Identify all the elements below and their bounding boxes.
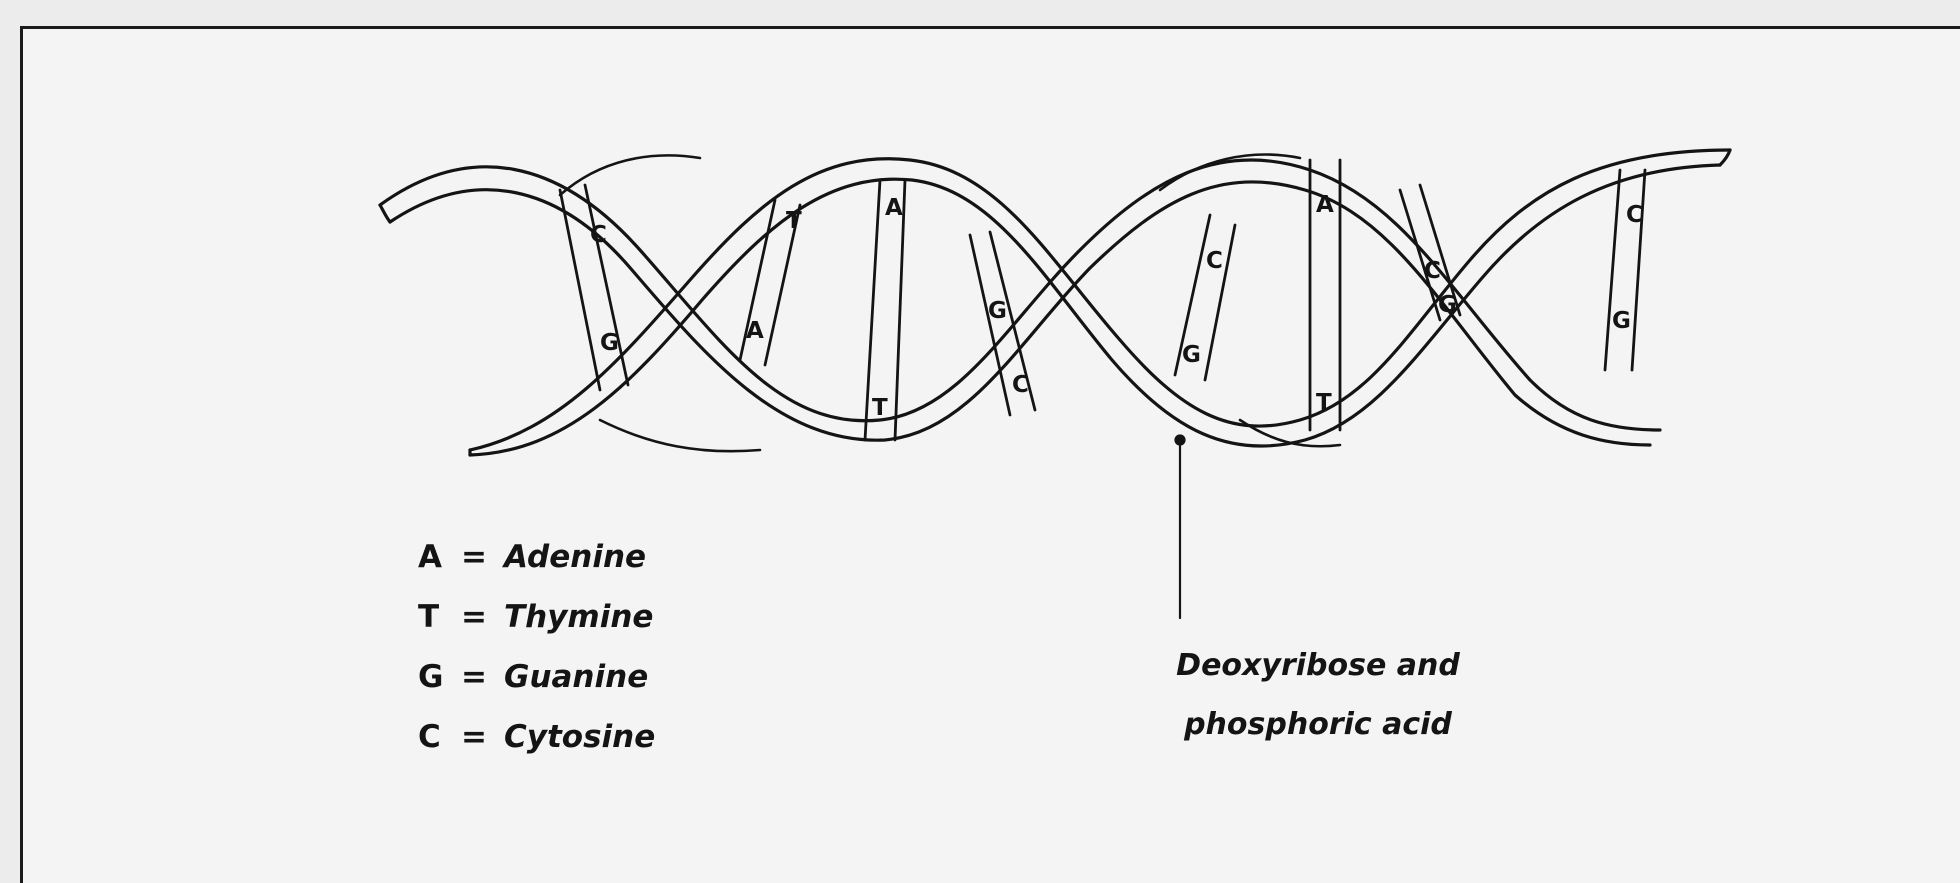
base-label-top-4: G — [988, 298, 1007, 324]
legend-row-guanine: G = Guanine — [418, 647, 655, 707]
backbone-strand-1 — [380, 160, 1660, 445]
backbone-outer-edges — [560, 155, 1340, 452]
base-label-bottom-3: T — [872, 395, 888, 421]
legend-name: Guanine — [504, 659, 648, 695]
legend-letter: C — [418, 719, 444, 755]
base-label-top-6: A — [1316, 192, 1334, 218]
legend-name: Thymine — [504, 599, 653, 635]
backbone-annotation: Deoxyribose and phosphoric acid — [1118, 636, 1518, 754]
base-label-bottom-8: G — [1612, 308, 1631, 334]
legend-letter: G — [418, 659, 444, 695]
legend-equals: = — [444, 719, 504, 755]
legend-row-cytosine: C = Cytosine — [418, 707, 655, 767]
base-label-bottom-2: A — [746, 318, 764, 344]
base-label-top-5: C — [1206, 248, 1223, 274]
base-label-bottom-7: G — [1438, 292, 1457, 318]
legend-equals: = — [444, 539, 504, 575]
legend-equals: = — [444, 599, 504, 635]
legend-letter: T — [418, 599, 444, 635]
base-label-top-2: T — [786, 208, 802, 234]
base-label-bottom-4: C — [1012, 372, 1029, 398]
base-letters: C G T A A T G C C G A T C G C G — [590, 192, 1643, 421]
base-label-top-8: C — [1626, 202, 1643, 228]
legend-name: Cytosine — [504, 719, 655, 755]
base-label-bottom-5: G — [1182, 342, 1201, 368]
legend-row-thymine: T = Thymine — [418, 587, 655, 647]
annotation-line-2: phosphoric acid — [1118, 695, 1518, 754]
base-label-top-7: C — [1424, 258, 1441, 284]
legend-row-adenine: A = Adenine — [418, 527, 655, 587]
legend-equals: = — [444, 659, 504, 695]
base-label-bottom-1: G — [600, 330, 619, 356]
base-label-top-1: C — [590, 222, 607, 248]
base-legend: A = Adenine T = Thymine G = Guanine C = … — [418, 527, 655, 767]
backbone-pointer — [1176, 436, 1184, 618]
legend-letter: A — [418, 539, 444, 575]
base-label-bottom-6: T — [1316, 390, 1332, 416]
annotation-line-1: Deoxyribose and — [1118, 636, 1518, 695]
base-label-top-3: A — [885, 195, 903, 221]
base-pair-rungs — [560, 160, 1645, 440]
legend-name: Adenine — [504, 539, 646, 575]
